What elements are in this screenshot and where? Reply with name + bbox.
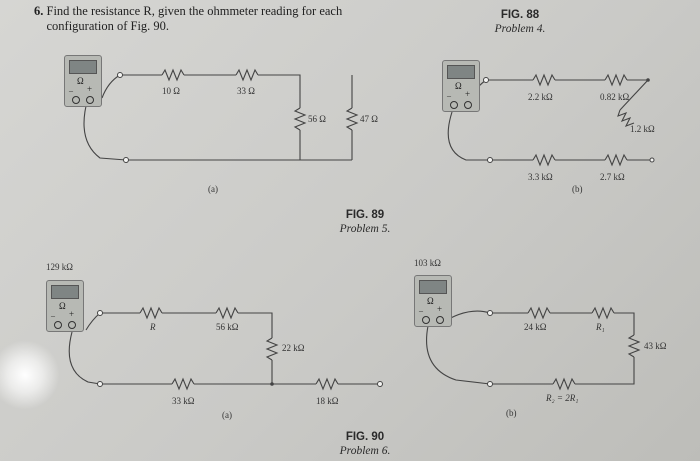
light-glare (0, 340, 60, 410)
ohm-symbol: Ω (427, 296, 434, 306)
label-89b-r1: 2.2 kΩ (528, 92, 553, 102)
label-89a-r4: 47 Ω (360, 114, 378, 124)
problem-number: 6. (34, 4, 44, 18)
label-90b-r3: 43 kΩ (644, 341, 667, 351)
minus-terminal-label: – (447, 91, 451, 100)
meter-reading-90a: 129 kΩ (46, 262, 73, 272)
jack-icon (436, 316, 444, 324)
resistor-89a-56 (293, 107, 307, 131)
problem-6: 6. Find the resistance R, given the ohmm… (34, 4, 377, 34)
label-89a-sub: (a) (208, 184, 218, 194)
jack-icon (86, 96, 94, 104)
jack-icon (72, 96, 80, 104)
label-89b-r3: 1.2 kΩ (630, 124, 655, 134)
ohm-symbol: Ω (455, 81, 462, 91)
label-90a-r4: 33 kΩ (172, 396, 195, 406)
resistor-89a-10 (161, 68, 185, 82)
jack-icon (464, 101, 472, 109)
label-90b-r4: R₂ = 2R₁ (546, 393, 579, 403)
label-89b-r4: 3.3 kΩ (528, 172, 553, 182)
label-90a-r1: R (150, 322, 156, 332)
minus-terminal-label: – (69, 86, 73, 95)
fig89-title: FIG. 89 (345, 209, 385, 221)
label-90a-r3: 22 kΩ (282, 343, 305, 353)
fig88-caption: FIG. 88 Problem 4. (480, 8, 560, 36)
meter-display (447, 65, 475, 79)
label-89a-r2: 33 Ω (237, 86, 255, 96)
plus-terminal-label: + (437, 304, 443, 314)
label-90a-sub: (a) (222, 410, 232, 420)
jack-icon (54, 321, 62, 329)
label-90b-r1: 24 kΩ (524, 322, 547, 332)
meter-display (419, 280, 447, 294)
label-90b-sub: (b) (506, 408, 517, 418)
plus-terminal-label: + (69, 309, 75, 319)
ohmmeter-89a: Ω – + (64, 55, 102, 107)
meter-display (69, 60, 97, 74)
label-89b-r5: 2.7 kΩ (600, 172, 625, 182)
ohmmeter-89b: Ω – + (442, 60, 480, 112)
fig88-subtitle: Problem 4. (494, 23, 546, 35)
label-89a-r3: 56 Ω (308, 114, 326, 124)
fig90-subtitle: Problem 6. (339, 445, 391, 457)
label-90a-r2: 56 kΩ (216, 322, 239, 332)
ohmmeter-90b: Ω – + (414, 275, 452, 327)
fig88-title: FIG. 88 (500, 9, 540, 21)
plus-terminal-label: + (87, 84, 93, 94)
resistor-89a-47 (345, 107, 359, 131)
problem-text: Find the resistance R, given the ohmmete… (46, 4, 343, 33)
fig89-caption: FIG. 89 Problem 5. (330, 208, 400, 236)
ohmmeter-90a: Ω – + (46, 280, 84, 332)
jack-icon (422, 316, 430, 324)
ohm-symbol: Ω (59, 301, 66, 311)
fig90-title: FIG. 90 (345, 431, 385, 443)
fig90-caption: FIG. 90 Problem 6. (330, 430, 400, 458)
label-90b-r2: R₁ (596, 322, 605, 332)
label-89b-r2: 0.82 kΩ (600, 92, 630, 102)
jack-icon (450, 101, 458, 109)
label-89a-r1: 10 Ω (162, 86, 180, 96)
resistor-89a-33 (235, 68, 259, 82)
jack-icon (68, 321, 76, 329)
label-89b-sub: (b) (572, 184, 583, 194)
plus-terminal-label: + (465, 89, 471, 99)
minus-terminal-label: – (51, 311, 55, 320)
minus-terminal-label: – (419, 306, 423, 315)
label-90a-r5: 18 kΩ (316, 396, 339, 406)
meter-reading-90b: 103 kΩ (414, 258, 441, 268)
ohm-symbol: Ω (77, 76, 84, 86)
meter-display (51, 285, 79, 299)
fig89-subtitle: Problem 5. (339, 223, 391, 235)
